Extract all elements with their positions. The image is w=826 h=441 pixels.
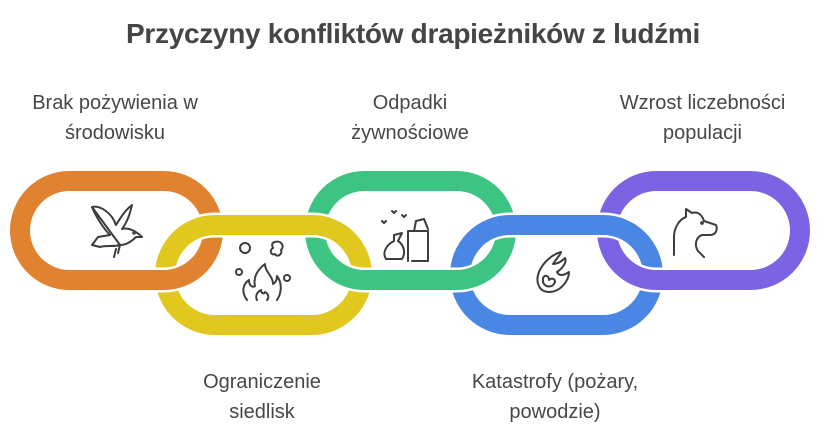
label-food-waste: Odpadki żywnościowe	[300, 88, 520, 148]
label-food-shortage: Brak pożywienia w środowisku	[0, 88, 230, 148]
label-line: Katastrofy (pożary,	[471, 371, 639, 393]
label-line: Brak pożywienia w	[32, 92, 198, 114]
label-line: Ograniczenie	[203, 371, 321, 393]
label-line: powodzie)	[509, 401, 601, 423]
label-line: środowisku	[64, 122, 166, 144]
label-disasters: Katastrofy (pożary, powodzie)	[440, 367, 670, 427]
label-line: Odpadki	[372, 92, 448, 114]
diagram-title: Przyczyny konfliktów drapieżników z ludź…	[126, 18, 700, 49]
label-line: żywnościowe	[351, 122, 469, 144]
label-line: siedlisk	[229, 401, 295, 423]
label-line: Wzrost liczebności	[619, 92, 786, 114]
bird-of-prey-icon	[91, 204, 143, 258]
label-population-growth: Wzrost liczebności populacji	[590, 88, 815, 148]
label-habitat-loss: Ograniczenie siedlisk	[152, 367, 372, 427]
chain-overlap-layer	[13, 258, 807, 293]
bear-icon	[673, 208, 718, 258]
comet-fire-icon	[536, 251, 570, 293]
fire-smoke-icon	[235, 240, 291, 301]
trash-bin-icon	[381, 210, 429, 262]
label-line: populacji	[663, 122, 742, 144]
